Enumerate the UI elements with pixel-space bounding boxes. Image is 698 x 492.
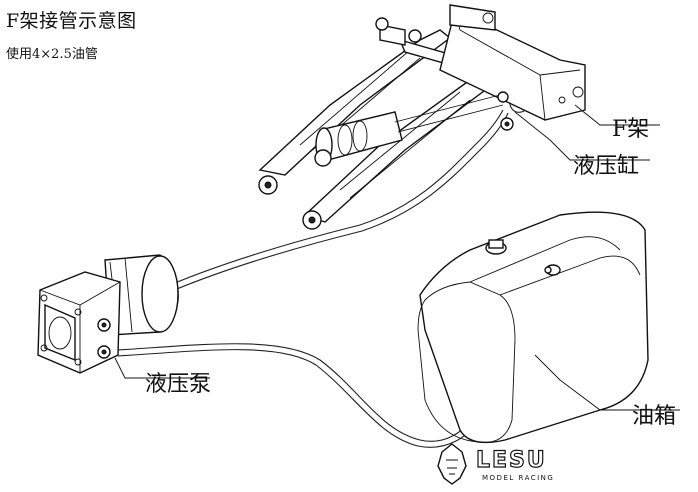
hoses	[117, 86, 534, 448]
f-frame	[258, 4, 586, 230]
hose-pump-to-tank	[117, 343, 471, 442]
leader-cylinder	[514, 111, 650, 161]
label-frame: F架	[612, 117, 650, 142]
hydraulic-pump	[37, 254, 179, 374]
page-subtitle: 使用4×2.5油管	[6, 47, 98, 62]
hose-pump-to-cylinder	[169, 109, 504, 286]
label-cylinder: 液压缸	[573, 154, 640, 179]
leader-frame	[574, 104, 660, 126]
leader-pump	[114, 357, 210, 379]
label-pump: 液压泵	[145, 372, 212, 397]
logo-tagline: MODEL RACING	[482, 474, 555, 482]
lesu-logo-mark	[437, 443, 467, 485]
page-title: F架接管示意图	[6, 10, 137, 32]
label-tank: 油箱	[632, 404, 677, 429]
leader-lines	[114, 104, 680, 411]
logo-brand: LESU	[475, 447, 547, 473]
oil-tank	[417, 211, 649, 444]
leader-tank	[534, 354, 680, 411]
